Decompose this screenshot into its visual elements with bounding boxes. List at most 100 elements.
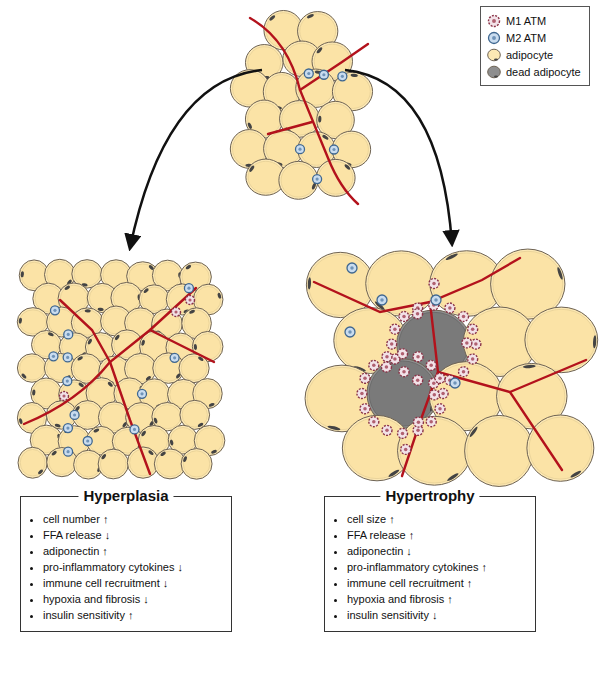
- m2-body: [63, 424, 72, 433]
- cell-nucleus: [101, 453, 107, 460]
- bullet-list: cell size ↑FFA release ↑adiponectin ↓pro…: [331, 511, 525, 623]
- m2-core: [380, 298, 384, 302]
- m2-body: [489, 32, 500, 43]
- cell-nucleus: [189, 309, 196, 314]
- m1-macrophage: [459, 367, 469, 377]
- m1-core: [62, 394, 65, 397]
- adipocyte: [18, 447, 47, 478]
- bullet-item: immune cell recruitment ↑: [347, 575, 525, 591]
- bullet-item: cell number ↑: [43, 511, 221, 527]
- m1-body: [429, 390, 439, 400]
- adipocyte: [465, 415, 534, 486]
- m1-core: [393, 357, 397, 361]
- cell-nucleus: [169, 439, 174, 446]
- m2-core: [133, 428, 136, 431]
- m1-core: [429, 420, 433, 424]
- m1-core: [402, 370, 406, 374]
- cell-nucleus: [211, 449, 218, 454]
- cell-nucleus: [148, 450, 155, 456]
- m1-body: [468, 354, 478, 364]
- m1-body: [357, 389, 367, 399]
- m2-body: [83, 436, 92, 445]
- m2-core: [332, 148, 335, 151]
- m2-body: [450, 378, 460, 388]
- m1-core: [474, 342, 478, 346]
- cell-nucleus: [350, 73, 358, 77]
- m1-macrophage: [435, 404, 445, 414]
- m1-macrophage: [413, 417, 423, 427]
- m1-body: [429, 279, 439, 289]
- cell-nucleus: [153, 417, 158, 424]
- m1-core: [416, 355, 420, 359]
- cell-nucleus: [327, 425, 341, 431]
- m2-body: [377, 295, 387, 305]
- cell-lipid: [154, 405, 180, 429]
- cell-membrane: [181, 449, 212, 480]
- adipocyte-icon: [488, 49, 501, 61]
- bullet-item: insulin sensitivity ↑: [43, 607, 221, 623]
- m2-core: [66, 356, 69, 359]
- m1-core: [188, 298, 191, 301]
- m1-macrophage: [429, 279, 439, 289]
- m2-macrophage: [63, 353, 72, 362]
- cell-nucleus: [344, 163, 351, 170]
- cell-nucleus: [593, 335, 597, 348]
- m1-core: [416, 378, 420, 382]
- cell-membrane: [525, 307, 598, 373]
- m2-macrophage: [377, 295, 387, 305]
- m2-macrophage: [138, 389, 147, 398]
- legend-label: M2 ATM: [506, 31, 546, 45]
- m1-body: [426, 417, 436, 427]
- m1-core: [432, 381, 436, 385]
- m2-macrophage: [184, 284, 193, 293]
- box-heading: Hypertrophy: [380, 487, 479, 505]
- process-arrow: [345, 70, 452, 244]
- cell-nucleus: [18, 317, 22, 323]
- m1-body: [186, 296, 195, 305]
- m1-body: [369, 417, 379, 427]
- summary-box: Hypertrophycell size ↑FFA release ↑adipo…: [324, 496, 536, 632]
- m1-macrophage: [186, 296, 195, 305]
- adipocyte: [334, 308, 407, 374]
- cell-lipid: [400, 418, 469, 482]
- m2-core: [73, 413, 76, 416]
- m1-body: [462, 338, 472, 348]
- m1-macrophage: [435, 373, 445, 383]
- m1-core: [372, 364, 376, 368]
- m1-body: [390, 324, 400, 334]
- bullet-item: hypoxia and fibrosis ↓: [43, 591, 221, 607]
- m1-macrophage: [413, 352, 423, 362]
- process-arrow: [130, 70, 262, 248]
- m1-core: [401, 432, 405, 436]
- m1-macrophage: [360, 373, 370, 383]
- legend-entry: dead adipocyte: [487, 63, 581, 80]
- m1-core: [360, 392, 364, 396]
- m2-body: [130, 425, 139, 434]
- m1-body: [360, 373, 370, 383]
- m1-core: [402, 315, 406, 319]
- cell-nucleus: [185, 264, 192, 270]
- m1-core: [416, 429, 420, 433]
- cell-nucleus: [141, 430, 147, 437]
- m1-core: [393, 327, 397, 331]
- m2-macrophage: [313, 175, 322, 184]
- m1-macrophage: [382, 352, 392, 362]
- m2-body: [319, 70, 328, 79]
- m1-body: [382, 352, 392, 362]
- m2-macrophage: [304, 69, 313, 78]
- m1-macrophage: [426, 360, 436, 370]
- m2-body: [347, 263, 357, 273]
- cell-nucleus: [78, 382, 85, 388]
- m2-macrophage: [450, 378, 460, 388]
- adipocyte: [366, 251, 437, 316]
- summary-box: Hyperplasiacell number ↑FFA release ↓adi…: [20, 496, 232, 632]
- m1-macrophage: [445, 303, 455, 313]
- cell-nucleus: [316, 47, 323, 55]
- m1-macrophage: [429, 390, 439, 400]
- m2-macrophage: [489, 32, 500, 43]
- m2-core: [66, 380, 69, 383]
- blood-vessel: [150, 330, 214, 362]
- legend-icon: [487, 48, 501, 62]
- cell-nucleus: [308, 277, 312, 289]
- m1-body: [435, 404, 445, 414]
